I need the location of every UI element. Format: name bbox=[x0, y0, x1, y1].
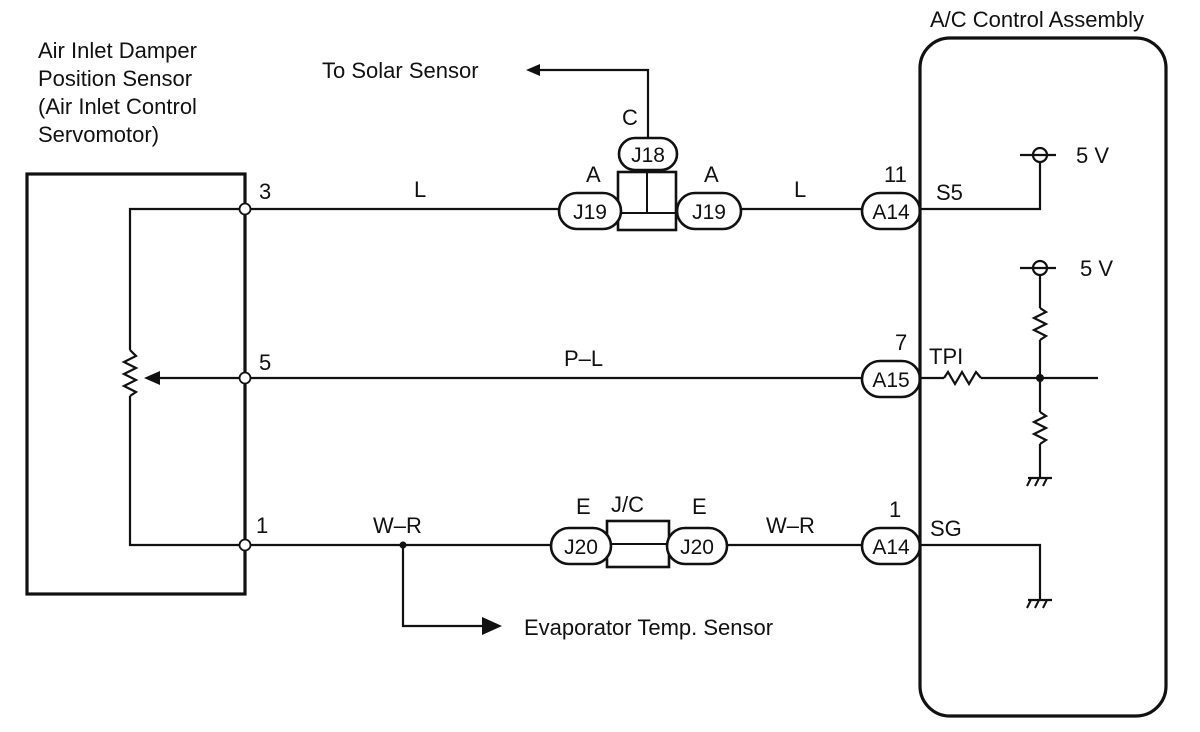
potentiometer bbox=[121, 207, 245, 547]
sensor-title: Air Inlet Damper Position Sensor (Air In… bbox=[38, 38, 197, 147]
wire-l-left-label: L bbox=[414, 177, 426, 202]
wire-wr-right-label: W–R bbox=[766, 513, 815, 538]
ground-sg-icon bbox=[1026, 598, 1052, 609]
vcc-top-label: 5 V bbox=[1076, 143, 1109, 168]
s5-line bbox=[920, 155, 1042, 211]
wire-pl-label: P–L bbox=[564, 346, 603, 371]
connector-j19-right-label: J19 bbox=[692, 201, 726, 224]
signal-tpi: TPI bbox=[929, 344, 963, 369]
connector-j18-label: J18 bbox=[631, 144, 665, 167]
vcc-mid-label: 5 V bbox=[1080, 256, 1113, 281]
sensor-box bbox=[25, 172, 247, 596]
sensor-terminal-5 bbox=[238, 371, 252, 385]
connector-j19-right bbox=[675, 191, 743, 231]
sensor-pin-3: 3 bbox=[259, 179, 271, 204]
pot-wiper-arrow-icon bbox=[144, 371, 160, 385]
connector-j20-right-pin-e: E bbox=[692, 494, 707, 519]
connector-j20-right-label: J20 bbox=[680, 536, 714, 559]
connector-j19-left-pin-a: A bbox=[586, 162, 601, 187]
junction-j18-j19: J18 C J19 A J19 A bbox=[557, 105, 743, 232]
evaporator-arrow-icon bbox=[482, 617, 502, 635]
connector-j19-right-pin-a: A bbox=[704, 162, 719, 187]
wire-wr-left-label: W–R bbox=[373, 513, 422, 538]
ecu-pin-1: 1 bbox=[889, 497, 901, 522]
sensor-terminal-1 bbox=[238, 538, 252, 552]
pot-top-lead bbox=[128, 207, 245, 350]
pullup-resistor bbox=[1031, 307, 1049, 341]
evaporator-sensor-label: Evaporator Temp. Sensor bbox=[524, 615, 773, 640]
connector-a14-top-label: A14 bbox=[872, 201, 910, 224]
sensor-terminal-3 bbox=[238, 202, 252, 216]
sensor-pin-5: 5 bbox=[259, 350, 271, 375]
wire-to-evaporator bbox=[401, 545, 484, 628]
pulldown-resistor bbox=[1031, 411, 1049, 445]
sensor-title-line-2: Position Sensor bbox=[38, 66, 192, 91]
solar-sensor-label: To Solar Sensor bbox=[322, 58, 479, 83]
signal-sg: SG bbox=[930, 516, 962, 541]
signal-s5: S5 bbox=[936, 180, 963, 205]
connector-a15-label: A15 bbox=[872, 369, 909, 392]
connector-a14-bottom-label: A14 bbox=[872, 536, 910, 559]
sensor-title-line-1: Air Inlet Damper bbox=[38, 38, 197, 63]
connector-j20-left bbox=[549, 526, 613, 566]
connector-j19-left-label: J19 bbox=[573, 201, 607, 224]
ecu-pin-11: 11 bbox=[884, 162, 907, 187]
control-assembly-title: A/C Control Assembly bbox=[930, 7, 1144, 32]
pot-bottom-lead bbox=[128, 396, 245, 547]
connector-j20-left-pin-e: E bbox=[576, 494, 591, 519]
junction-j20: J/C J20 E J20 E bbox=[549, 492, 729, 569]
sensor-title-line-3: (Air Inlet Control bbox=[38, 94, 197, 119]
solar-arrow-icon bbox=[526, 64, 540, 76]
sensor-title-line-4: Servomotor) bbox=[38, 122, 159, 147]
sensor-pin-1: 1 bbox=[256, 513, 268, 538]
connector-j18 bbox=[617, 136, 679, 172]
ecu-pin-7: 7 bbox=[895, 330, 907, 355]
connector-j19-left bbox=[557, 191, 623, 231]
ground-mid-icon bbox=[1026, 476, 1052, 487]
wire-to-solar bbox=[540, 68, 650, 138]
sg-line bbox=[920, 543, 1042, 600]
tpi-series-resistor bbox=[943, 369, 982, 387]
wire-l-right-label: L bbox=[794, 177, 806, 202]
connector-j18-pin-c: C bbox=[622, 105, 638, 130]
connector-j20-right bbox=[665, 526, 729, 566]
potentiometer-resistor bbox=[121, 349, 139, 397]
junction-jc-label: J/C bbox=[611, 492, 644, 517]
connector-j20-left-label: J20 bbox=[564, 536, 598, 559]
